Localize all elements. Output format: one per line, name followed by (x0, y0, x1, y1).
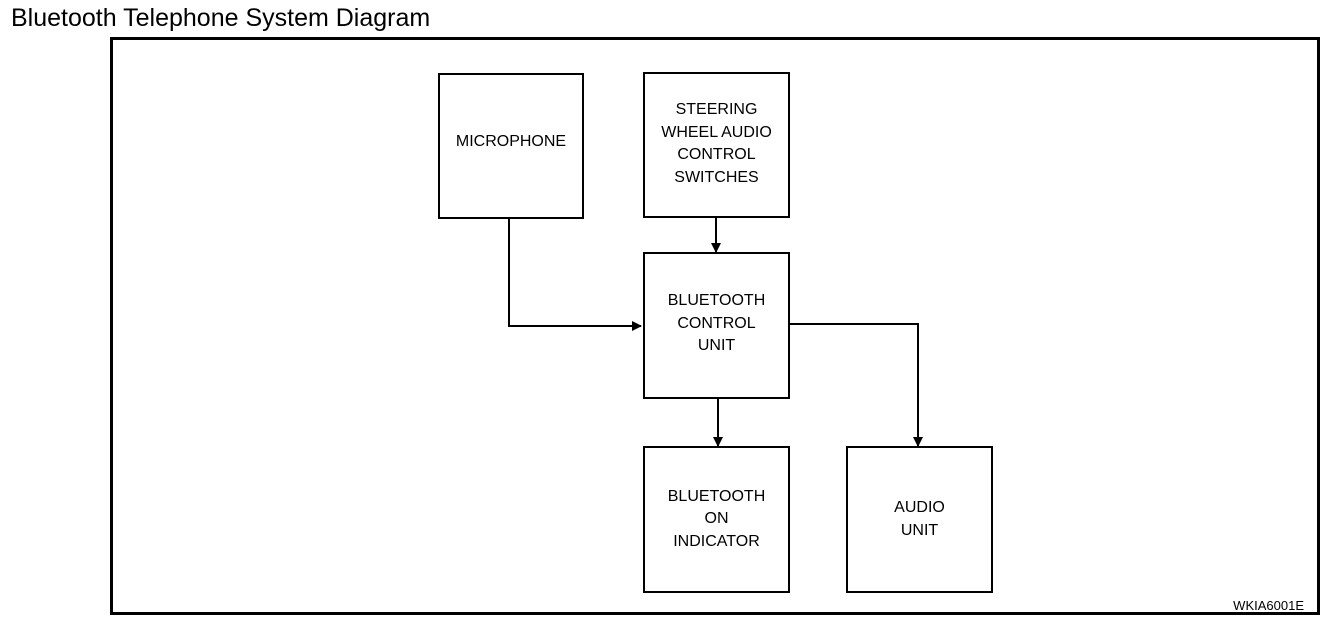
diagram-title: Bluetooth Telephone System Diagram (11, 4, 431, 32)
microphone-block: MICROPHONE (438, 73, 584, 219)
microphone-label: MICROPHONE (455, 132, 567, 150)
bluetooth-on-indicator-block: BLUETOOTH ON INDICATOR (643, 446, 790, 593)
steering-wheel-switches-label: STEERING WHEEL AUDIO CONTROL SWITCHES (661, 101, 772, 186)
steering-wheel-switches-block: STEERING WHEEL AUDIO CONTROL SWITCHES (643, 72, 790, 218)
audio-unit-label: AUDIO UNIT (894, 499, 945, 539)
bluetooth-control-unit-label: BLUETOOTH CONTROL UNIT (667, 292, 766, 355)
audio-unit-block: AUDIO UNIT (846, 446, 993, 593)
diagram-frame (110, 37, 1320, 615)
bluetooth-control-unit-block: BLUETOOTH CONTROL UNIT (643, 252, 790, 399)
figure-code: WKIA6001E (1233, 598, 1304, 613)
connector-control-unit-to-audio-unit (789, 323, 923, 447)
connector-microphone-to-control-unit (508, 219, 642, 331)
bluetooth-on-indicator-label: BLUETOOTH ON INDICATOR (667, 487, 766, 550)
